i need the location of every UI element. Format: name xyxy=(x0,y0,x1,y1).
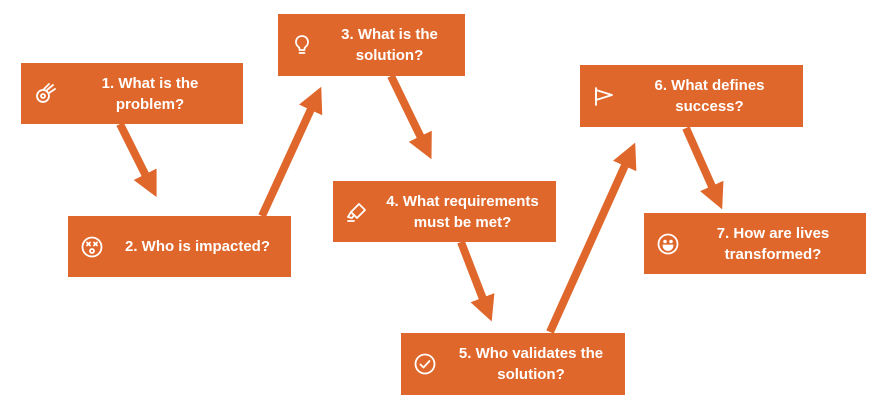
step-label-2: 2. Who is impacted? xyxy=(124,238,271,255)
step-label-1: 1. What is the problem? xyxy=(101,74,199,113)
arrow-2-to-3 xyxy=(258,86,323,218)
step-box-3: 3. What is the solution? xyxy=(278,14,465,76)
step-label-5: 5. Who validates the solution? xyxy=(458,345,604,383)
arrow-1-to-2 xyxy=(116,122,157,198)
step-box-4: 4. What requirements must be met? xyxy=(333,181,556,242)
flag-icon xyxy=(592,84,616,108)
meteor-icon xyxy=(33,82,57,106)
step-box-2: 2. Who is impacted? xyxy=(68,216,291,277)
highlighter-icon xyxy=(345,200,369,224)
arrow-4-to-5 xyxy=(457,240,495,322)
step-box-1: 1. What is the problem? xyxy=(21,63,243,124)
arrow-3-to-4 xyxy=(387,74,432,160)
arrow-5-to-6 xyxy=(546,142,637,334)
step-box-6: 6. What defines success? xyxy=(580,65,803,127)
smile-icon xyxy=(656,232,680,256)
step-label-4: 4. What requirements must be met? xyxy=(386,192,539,231)
step-box-7: 7. How are lives transformed? xyxy=(644,213,866,274)
arrow-6-to-7 xyxy=(682,126,724,210)
check-circle-icon xyxy=(413,352,437,376)
step-label-6: 6. What defines success? xyxy=(654,77,765,115)
step-box-5: 5. Who validates the solution? xyxy=(401,333,625,395)
step-label-3: 3. What is the solution? xyxy=(341,26,438,64)
dizzy-face-icon xyxy=(80,235,104,259)
lightbulb-icon xyxy=(290,33,314,57)
step-label-7: 7. How are lives transformed? xyxy=(716,224,830,263)
